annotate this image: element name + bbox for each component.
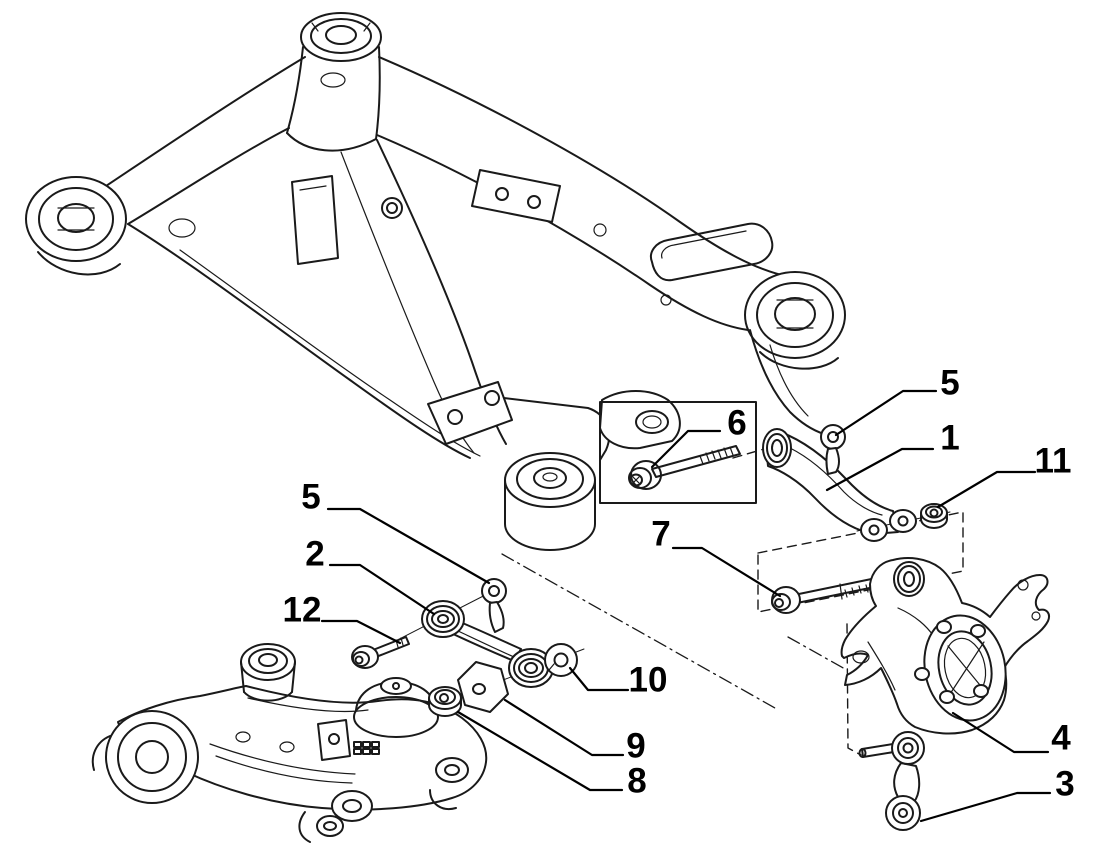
- callout-8-toe-link-nut[interactable]: 8: [456, 710, 647, 801]
- callout-4-wheel-knuckle[interactable]: 4: [951, 711, 1071, 758]
- callout-11-upper-arm-nut[interactable]: 11: [936, 442, 1072, 509]
- callout-number[interactable]: 2: [305, 535, 324, 574]
- leader-line: [326, 507, 491, 585]
- leader-line: [834, 389, 938, 437]
- callout-number[interactable]: 5: [301, 478, 320, 517]
- leader-line: [503, 698, 625, 757]
- callout-5-cam-washer-upper-arm[interactable]: 5: [834, 364, 960, 437]
- part-1-upper-camber-arm: [762, 428, 951, 542]
- part-6-highlighted-bolt[interactable]: [628, 445, 741, 490]
- part-5-cam-washer-toe-link: [481, 578, 507, 633]
- vent-grid-detail: [353, 741, 380, 755]
- leader-line: [650, 429, 722, 469]
- callout-number[interactable]: 3: [1055, 765, 1074, 804]
- leader-line: [320, 619, 402, 645]
- callout-number[interactable]: 8: [627, 762, 646, 801]
- leader-line: [456, 710, 624, 792]
- leader-line: [936, 470, 1037, 509]
- callout-6-highlighted-bolt[interactable]: 6: [650, 404, 747, 469]
- leader-line: [951, 711, 1050, 754]
- callout-number[interactable]: 10: [629, 661, 668, 700]
- callout-5-cam-washer-toe-link[interactable]: 5: [301, 478, 491, 585]
- part-5-cam-washer-upper-arm: [820, 424, 846, 475]
- subframe-crossmember-drawing: [25, 12, 846, 551]
- toe-link-assembly: [351, 578, 585, 717]
- callout-2-toe-link-arm[interactable]: 2: [305, 535, 436, 616]
- part-9-cam-plate: [457, 661, 509, 713]
- part-2-toe-link-arm: [421, 600, 554, 688]
- callout-number[interactable]: 1: [940, 419, 959, 458]
- highlight-selection-box: [599, 401, 757, 504]
- callout-number[interactable]: 5: [940, 364, 959, 403]
- part-3-stabilizer-link: [858, 731, 925, 831]
- callout-3-stabilizer-link[interactable]: 3: [919, 765, 1075, 823]
- lower-control-arm-drawing: [91, 643, 488, 843]
- upper-camber-arm-assembly: [762, 424, 951, 614]
- wheel-knuckle-drawing: [840, 557, 1050, 735]
- part-8-flange-nut: [428, 686, 462, 717]
- callout-number[interactable]: 11: [1035, 442, 1072, 481]
- callout-number[interactable]: 12: [283, 591, 322, 630]
- callout-number[interactable]: 9: [626, 727, 645, 766]
- callout-12-toe-link-bolt[interactable]: 12: [283, 591, 402, 645]
- callout-number[interactable]: 4: [1051, 719, 1071, 758]
- highlight-group: [599, 401, 757, 504]
- callout-number[interactable]: 6: [727, 404, 746, 443]
- part-12-toe-link-bolt: [351, 636, 410, 669]
- leader-line: [919, 791, 1052, 823]
- callout-10-toe-link-washer[interactable]: 10: [568, 661, 668, 700]
- callout-7-arm-to-knuckle-bolt[interactable]: 7: [651, 515, 782, 598]
- leader-line: [825, 447, 935, 492]
- leader-line: [568, 666, 630, 692]
- callout-number[interactable]: 7: [651, 515, 670, 554]
- callout-1-upper-camber-arm[interactable]: 1: [825, 419, 960, 492]
- part-7-bolt: [771, 575, 906, 614]
- callout-9-cam-plate[interactable]: 9: [503, 698, 646, 766]
- leader-line: [671, 546, 782, 598]
- leader-line: [328, 563, 436, 616]
- part-11-nut: [920, 503, 948, 529]
